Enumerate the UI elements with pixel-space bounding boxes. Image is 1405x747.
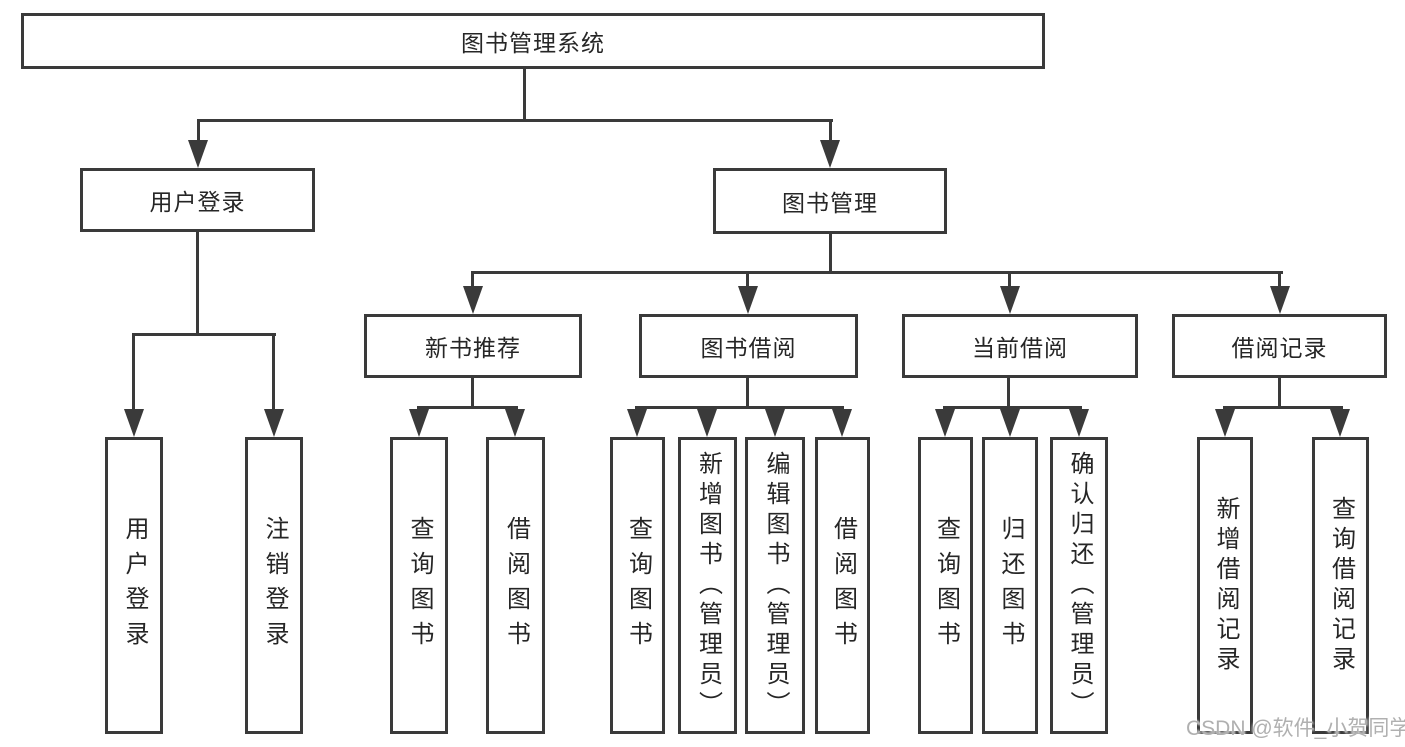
leaf-query-borrow-record-label: 查询借阅记录 <box>1327 495 1355 676</box>
leaf-query-books-1: 查询图书 <box>390 437 448 734</box>
node-new-book-recommend-label: 新书推荐 <box>425 335 521 361</box>
leaf-borrow-books-2-label: 借阅图书 <box>829 515 857 656</box>
arrowhead-down-icon <box>463 286 483 314</box>
connector-line <box>197 119 833 122</box>
connector-line <box>132 333 135 412</box>
connector-line <box>1008 271 1011 291</box>
arrowhead-down-icon <box>1270 286 1290 314</box>
node-user-login-label: 用户登录 <box>149 189 246 215</box>
arrowhead-down-icon <box>935 409 955 437</box>
connector-line <box>943 406 1082 409</box>
leaf-logout: 注销登录 <box>245 437 303 734</box>
arrowhead-down-icon <box>765 409 785 437</box>
leaf-confirm-return-admin: 确认归还（管理员） <box>1050 437 1108 734</box>
connector-line <box>1223 406 1343 409</box>
node-book-management: 图书管理 <box>713 168 947 234</box>
leaf-query-books-2: 查询图书 <box>610 437 665 734</box>
arrowhead-down-icon <box>820 140 840 168</box>
arrowhead-down-icon <box>1215 409 1235 437</box>
leaf-user-login-label: 用户登录 <box>121 515 148 656</box>
node-root-label: 图书管理系统 <box>461 30 605 56</box>
node-book-borrowing: 图书借阅 <box>639 314 858 378</box>
connector-line <box>471 378 474 409</box>
connector-line <box>746 378 749 409</box>
leaf-borrow-books-1: 借阅图书 <box>486 437 545 734</box>
node-root: 图书管理系统 <box>21 13 1045 69</box>
connector-line <box>197 119 200 144</box>
leaf-logout-label: 注销登录 <box>261 515 288 656</box>
connector-line <box>635 406 844 409</box>
connector-line <box>1278 378 1281 409</box>
connector-line <box>829 119 832 144</box>
leaf-user-login: 用户登录 <box>105 437 163 734</box>
connector-line <box>1007 378 1010 409</box>
leaf-edit-book-admin: 编辑图书（管理员） <box>745 437 805 734</box>
connector-line <box>471 271 474 291</box>
node-user-login: 用户登录 <box>80 168 315 232</box>
node-current-borrowing: 当前借阅 <box>902 314 1138 378</box>
leaf-query-books-1-label: 查询图书 <box>406 515 433 656</box>
leaf-query-books-3-label: 查询图书 <box>932 515 960 656</box>
arrowhead-down-icon <box>738 286 758 314</box>
leaf-add-borrow-record-label: 新增借阅记录 <box>1212 495 1239 676</box>
leaf-borrow-books-1-label: 借阅图书 <box>502 515 530 656</box>
leaf-query-books-3: 查询图书 <box>918 437 973 734</box>
leaf-return-books-label: 归还图书 <box>997 515 1024 656</box>
arrowhead-down-icon <box>832 409 852 437</box>
arrowhead-down-icon <box>1069 409 1089 437</box>
leaf-add-book-admin: 新增图书（管理员） <box>678 437 737 734</box>
node-borrowing-records-label: 借阅记录 <box>1231 335 1328 361</box>
connector-line <box>417 406 518 409</box>
leaf-query-books-2-label: 查询图书 <box>624 515 652 656</box>
leaf-query-borrow-record: 查询借阅记录 <box>1312 437 1369 734</box>
node-new-book-recommend: 新书推荐 <box>364 314 582 378</box>
arrowhead-down-icon <box>188 140 208 168</box>
connector-line <box>196 232 199 336</box>
connector-line <box>1278 271 1281 291</box>
connector-line <box>523 69 526 122</box>
arrowhead-down-icon <box>1000 286 1020 314</box>
leaf-borrow-books-2: 借阅图书 <box>815 437 870 734</box>
node-book-borrowing-label: 图书借阅 <box>700 335 797 361</box>
leaf-add-borrow-record: 新增借阅记录 <box>1197 437 1253 734</box>
connector-line <box>746 271 749 291</box>
node-borrowing-records: 借阅记录 <box>1172 314 1387 378</box>
arrowhead-down-icon <box>1000 409 1020 437</box>
arrowhead-down-icon <box>409 409 429 437</box>
arrowhead-down-icon <box>697 409 717 437</box>
leaf-edit-book-admin-label: 编辑图书（管理员） <box>762 450 789 721</box>
leaf-return-books: 归还图书 <box>982 437 1038 734</box>
leaf-confirm-return-admin-label: 确认归还（管理员） <box>1066 450 1093 721</box>
arrowhead-down-icon <box>1330 409 1350 437</box>
arrowhead-down-icon <box>264 409 284 437</box>
node-book-management-label: 图书管理 <box>782 190 878 216</box>
connector-line <box>471 271 1283 274</box>
arrowhead-down-icon <box>627 409 647 437</box>
connector-line <box>829 234 832 274</box>
arrowhead-down-icon <box>124 409 144 437</box>
csdn-watermark: CSDN @软件_小贺同学 <box>1186 717 1405 740</box>
leaf-add-book-admin-label: 新增图书（管理员） <box>694 450 722 721</box>
node-current-borrowing-label: 当前借阅 <box>972 335 1068 361</box>
connector-line <box>132 333 276 336</box>
arrowhead-down-icon <box>505 409 525 437</box>
connector-line <box>272 333 275 412</box>
